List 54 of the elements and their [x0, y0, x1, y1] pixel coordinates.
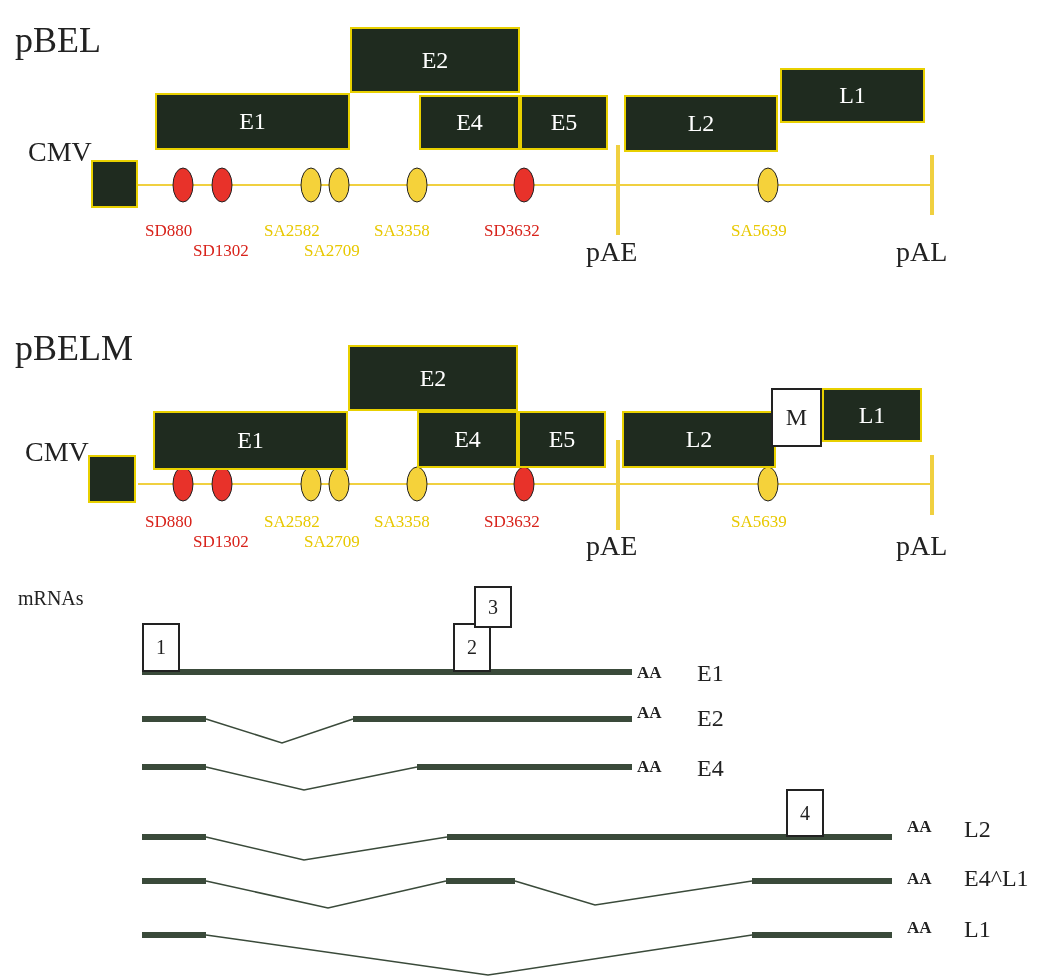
section-heading: mRNAs [18, 588, 84, 608]
poly-a-signal-label: pAL [896, 532, 948, 560]
transcript-label: L1 [964, 917, 991, 941]
gene-box: L2 [624, 95, 778, 152]
site-label: SA2582 [264, 222, 320, 239]
site-label: SD1302 [193, 242, 249, 259]
site-label: SA2582 [264, 513, 320, 530]
transcript-label: E2 [697, 706, 724, 730]
gene-box: E2 [350, 27, 520, 93]
poly-a-tail-label: AA [907, 818, 932, 835]
site-label: SD880 [145, 513, 193, 530]
gene-box: E4 [417, 411, 518, 468]
site-label: SA3358 [374, 222, 430, 239]
gene-box: E4 [419, 95, 520, 150]
number-box: 1 [142, 623, 180, 672]
site-label: SA5639 [731, 513, 787, 530]
site-label: SA2709 [304, 242, 360, 259]
site-label: SD3632 [484, 513, 540, 530]
poly-a-signal-label: pAE [586, 532, 638, 560]
promoter-label: CMV [28, 138, 92, 166]
gene-box: L1 [780, 68, 925, 123]
promoter-box [88, 455, 136, 503]
poly-a-tail-label: AA [637, 664, 662, 681]
site-label: SD1302 [193, 533, 249, 550]
number-box: 2 [453, 623, 491, 672]
promoter-box [91, 160, 138, 208]
gene-box: E1 [153, 411, 348, 470]
site-label: SA2709 [304, 533, 360, 550]
poly-a-tail-label: AA [907, 870, 932, 887]
poly-a-tail-label: AA [637, 704, 662, 721]
number-box: 4 [786, 789, 824, 837]
site-label: SA3358 [374, 513, 430, 530]
site-label: SA5639 [731, 222, 787, 239]
construct-title: pBEL [15, 22, 101, 58]
gene-box: L1 [822, 388, 922, 442]
promoter-label: CMV [25, 438, 89, 466]
marker-box: M [771, 388, 822, 447]
transcript-label: L2 [964, 817, 991, 841]
transcript-label: E4 [697, 756, 724, 780]
transcript-label: E1 [697, 661, 724, 685]
gene-box: E5 [520, 95, 608, 150]
site-label: SD880 [145, 222, 193, 239]
number-box: 3 [474, 586, 512, 628]
gene-box: E1 [155, 93, 350, 150]
transcript-label: E4^L1 [964, 866, 1029, 890]
poly-a-signal-label: pAL [896, 238, 948, 266]
construct-title: pBELM [15, 330, 133, 366]
gene-box: E5 [518, 411, 606, 468]
gene-box: E2 [348, 345, 518, 411]
poly-a-tail-label: AA [907, 919, 932, 936]
poly-a-tail-label: AA [637, 758, 662, 775]
poly-a-signal-label: pAE [586, 238, 638, 266]
gene-box: L2 [622, 411, 776, 468]
site-label: SD3632 [484, 222, 540, 239]
